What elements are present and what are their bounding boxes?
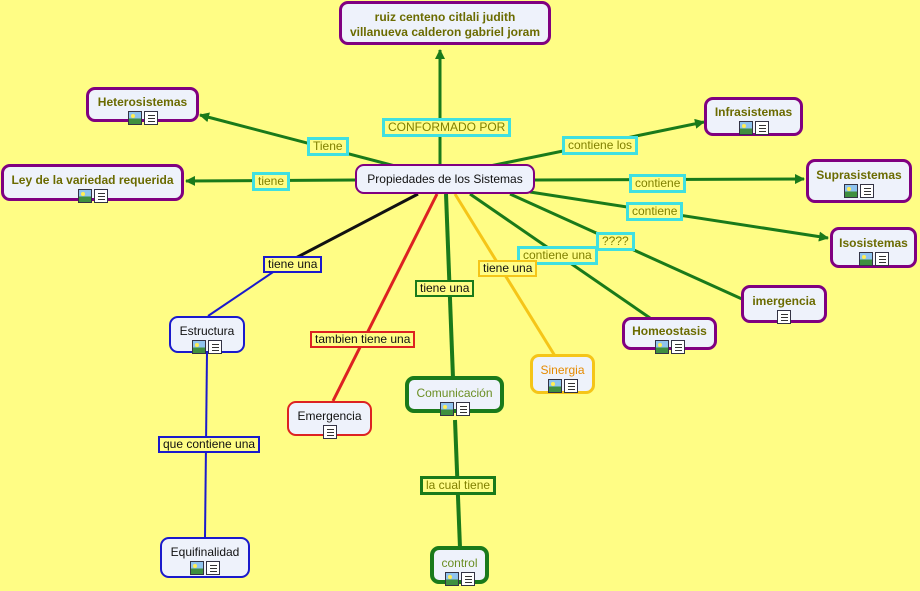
note-icon[interactable] — [563, 379, 578, 393]
note-icon[interactable] — [322, 425, 337, 439]
note-icon[interactable] — [93, 189, 108, 203]
note-icon[interactable] — [860, 184, 874, 198]
note-icon[interactable] — [874, 252, 889, 266]
image-icon[interactable] — [192, 340, 206, 354]
imergencia-node[interactable]: imergencia — [741, 285, 827, 324]
link-label-tiene-hetero: Tiene — [307, 137, 349, 156]
image-icon[interactable] — [858, 252, 873, 266]
title-line-2: villanueva calderon gabriel joram — [349, 25, 541, 39]
infrasistemas-label: Infrasistemas — [714, 105, 793, 119]
center-node-label: Propiedades de los Sistemas — [367, 172, 523, 186]
link-label-contiene-iso: contiene — [626, 202, 684, 221]
heterosistemas-node[interactable]: Heterosistemas — [86, 87, 199, 125]
link-label-contiene-los: contiene los — [562, 136, 639, 155]
comunicacion-label: Comunicación — [416, 386, 493, 400]
ley-variedad-label: Ley de la variedad requerida — [11, 173, 174, 187]
isosistemas-label: Isosistemas — [839, 236, 908, 250]
link-label-tiene-una-comunicacion: tiene una — [415, 280, 475, 297]
note-icon[interactable] — [670, 340, 685, 354]
connector-center-emergencia — [331, 193, 439, 402]
note-icon[interactable] — [455, 402, 470, 416]
homeostasis-label: Homeostasis — [632, 324, 707, 338]
equifinalidad-node[interactable]: Equifinalidad — [160, 537, 250, 578]
link-label-tiene-una-estructura: tiene una — [263, 256, 323, 273]
image-icon[interactable] — [444, 572, 459, 586]
suprasistemas-label: Suprasistemas — [816, 168, 902, 182]
homeostasis-node[interactable]: Homeostasis — [622, 317, 717, 354]
imergencia-label: imergencia — [752, 294, 816, 308]
comunicacion-node[interactable]: Comunicación — [405, 376, 504, 416]
image-icon[interactable] — [844, 184, 858, 198]
infrasistemas-node[interactable]: Infrasistemas — [704, 97, 803, 136]
image-icon[interactable] — [127, 111, 142, 125]
link-label-que-contiene-una: que contiene una — [158, 436, 261, 453]
image-icon[interactable] — [547, 379, 562, 393]
image-icon[interactable] — [654, 340, 669, 354]
image-icon[interactable] — [190, 561, 204, 575]
note-icon[interactable] — [206, 561, 220, 575]
heterosistemas-label: Heterosistemas — [97, 95, 188, 109]
note-icon[interactable] — [143, 111, 158, 125]
sinergia-node[interactable]: Sinergia — [530, 354, 595, 394]
emergencia-node[interactable]: Emergencia — [287, 401, 372, 439]
equifinalidad-label: Equifinalidad — [170, 545, 240, 559]
link-label-tiene-una-sinergia: tiene una — [478, 260, 538, 277]
link-label-tiene-ley: tiene — [252, 172, 291, 191]
center-node[interactable]: Propiedades de los Sistemas — [355, 164, 535, 194]
note-icon[interactable] — [208, 340, 222, 354]
note-icon[interactable] — [777, 310, 791, 324]
link-label-contiene-supra: contiene — [629, 174, 687, 193]
suprasistemas-node[interactable]: Suprasistemas — [806, 159, 912, 203]
link-label-interrogation: ???? — [596, 232, 635, 251]
connector-center-heterosistemas — [199, 112, 396, 168]
isosistemas-node[interactable]: Isosistemas — [830, 227, 917, 268]
title-node[interactable]: ruiz centeno citlali judith villanueva c… — [339, 1, 551, 45]
sinergia-label: Sinergia — [540, 363, 585, 377]
note-icon[interactable] — [460, 572, 475, 586]
connector-center-estructura-upper — [287, 192, 419, 264]
title-line-1: ruiz centeno citlali judith — [374, 10, 516, 24]
control-label: control — [441, 556, 478, 570]
note-icon[interactable] — [754, 121, 769, 135]
ley-variedad-node[interactable]: Ley de la variedad requerida — [1, 164, 184, 203]
estructura-node[interactable]: Estructura — [169, 316, 245, 354]
image-icon[interactable] — [738, 121, 753, 135]
control-node[interactable]: control — [430, 546, 489, 586]
image-icon[interactable] — [77, 189, 92, 203]
link-label-conformado-por: CONFORMADO POR — [382, 118, 512, 137]
emergencia-label: Emergencia — [297, 409, 362, 423]
link-label-tambien-tiene-una: tambien tiene una — [310, 331, 416, 348]
link-label-la-cual-tiene: la cual tiene — [420, 476, 497, 495]
estructura-label: Estructura — [179, 324, 235, 338]
image-icon[interactable] — [439, 402, 454, 416]
